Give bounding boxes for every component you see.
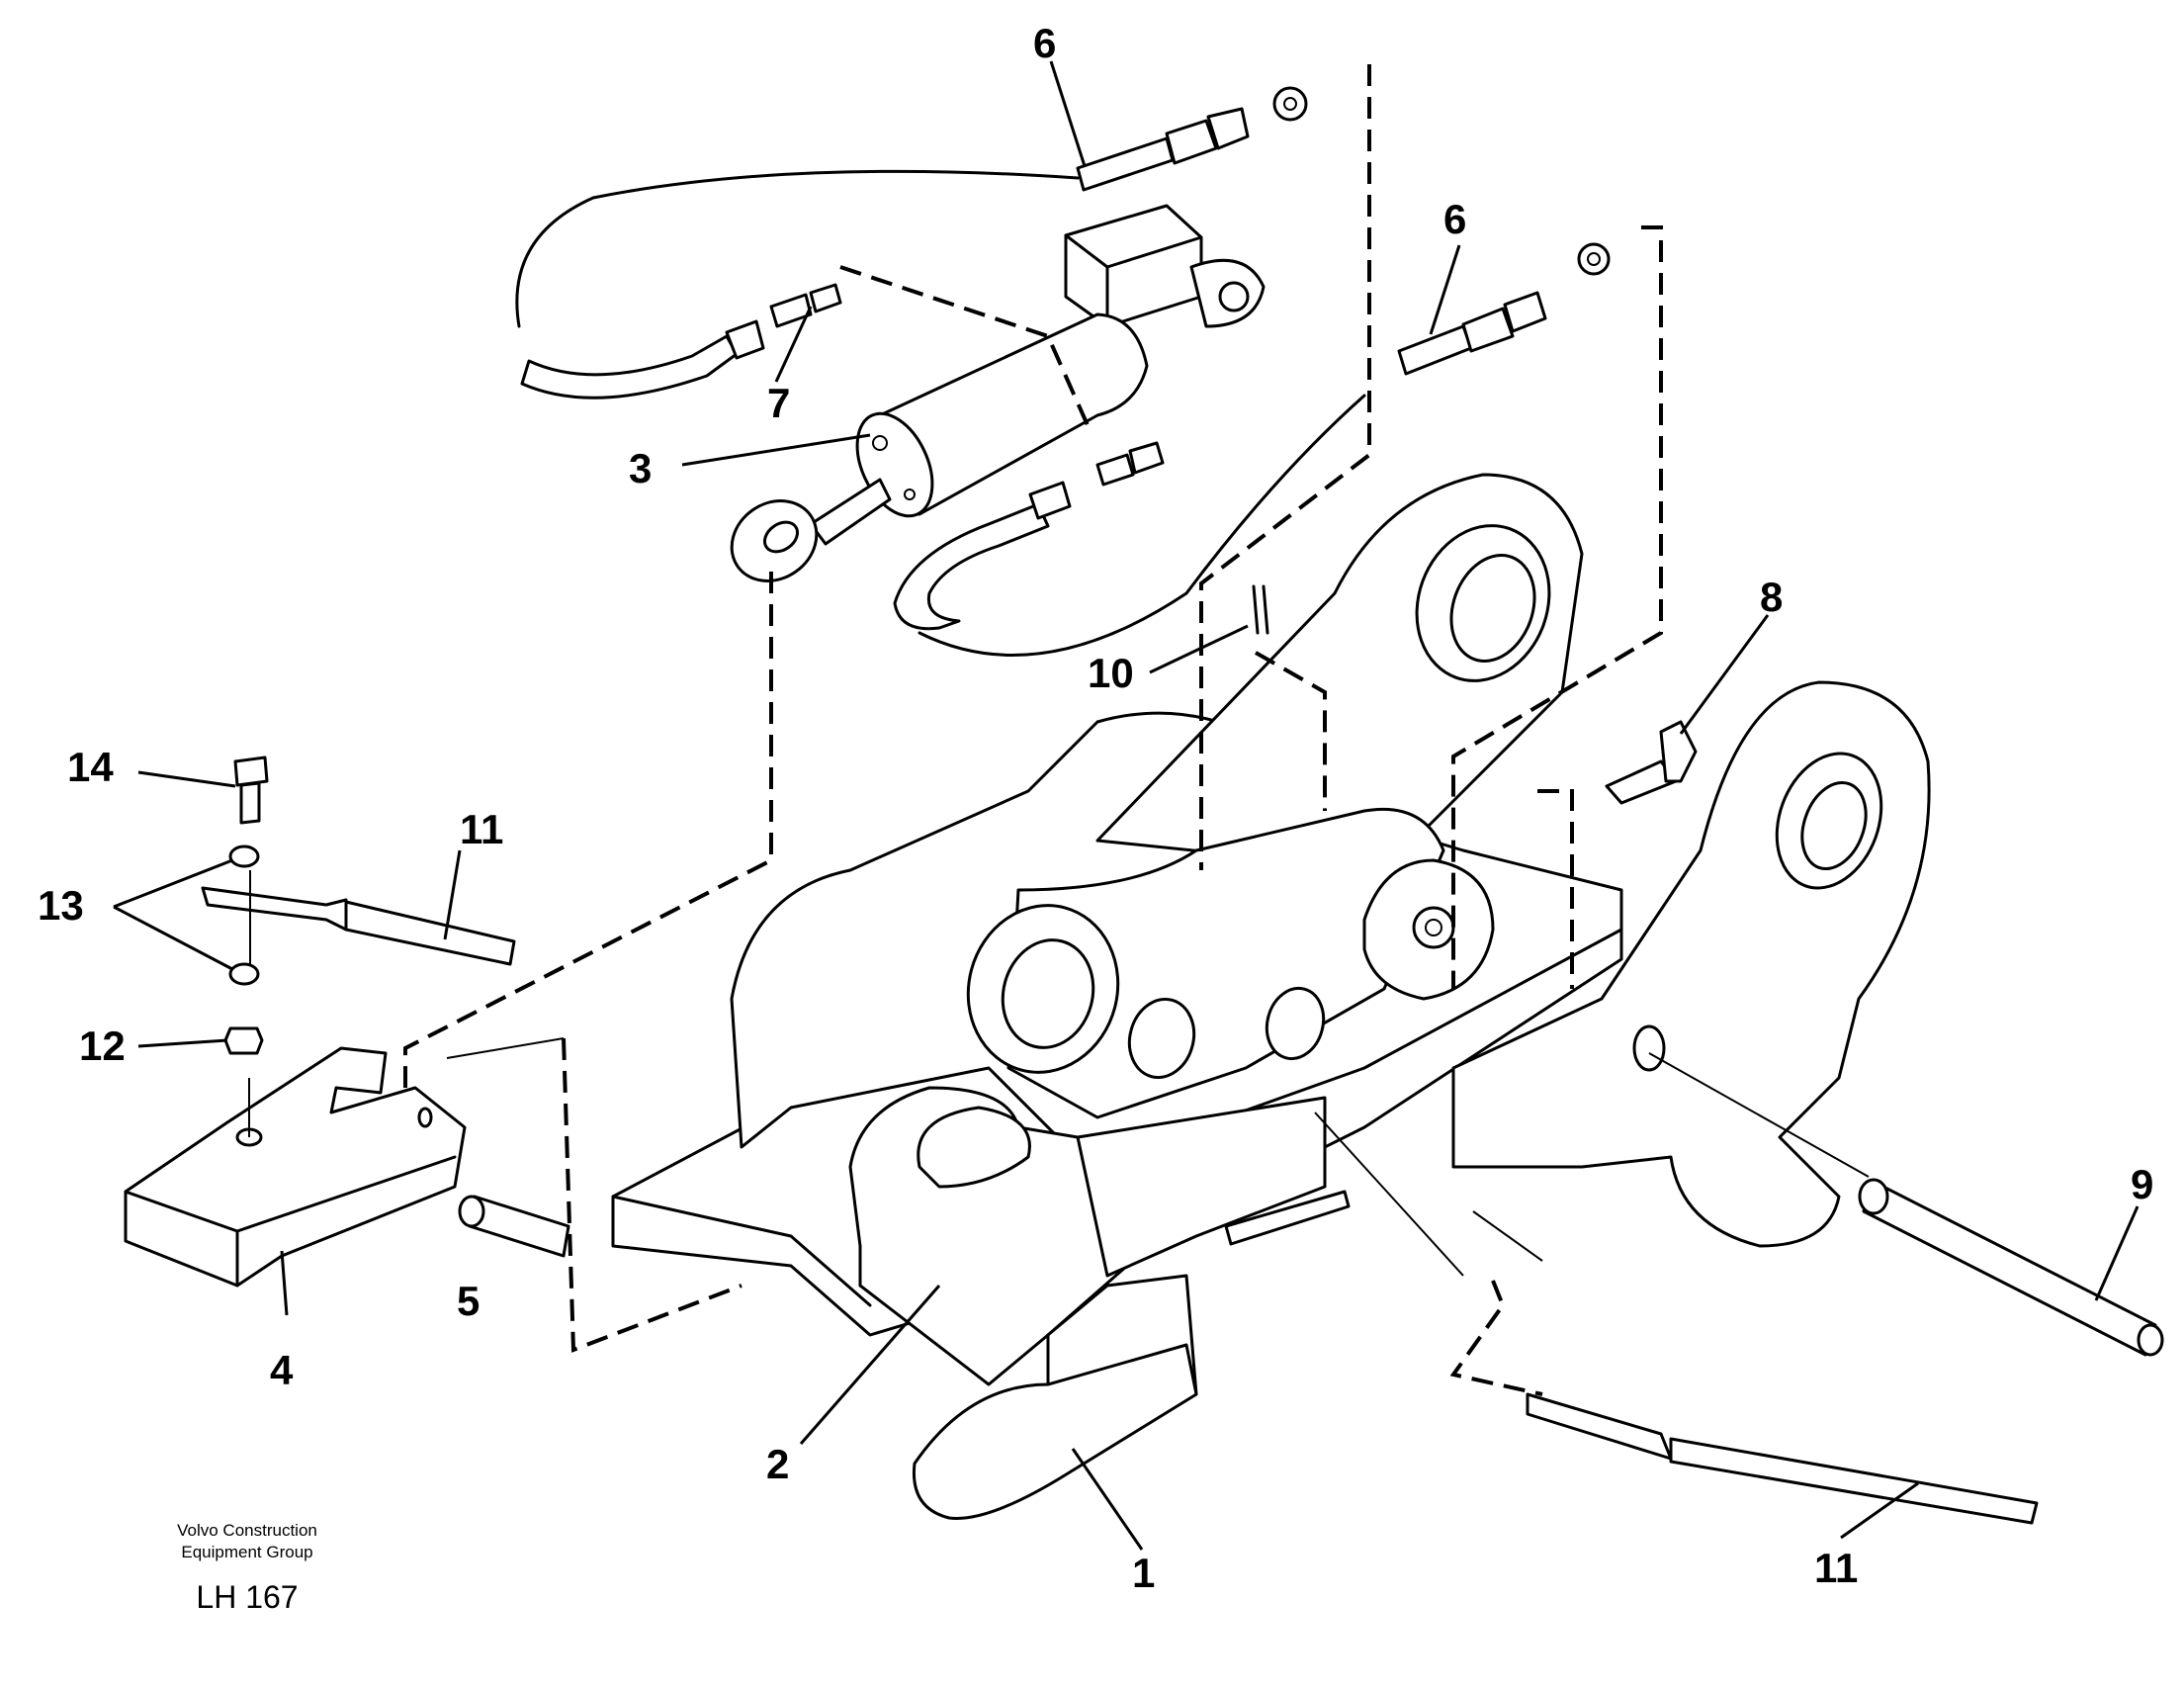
leader-lines — [113, 60, 2140, 1551]
hydraulic-cylinder — [730, 204, 1266, 582]
drawing-code: LH 167 — [196, 1579, 299, 1615]
pin-5 — [458, 1195, 570, 1258]
callout-8: 8 — [1760, 574, 1783, 620]
company-name-line1: Volvo Construction — [177, 1521, 317, 1540]
callout-12: 12 — [79, 1023, 126, 1069]
hose-top — [515, 86, 1308, 400]
callout-6-right: 6 — [1443, 196, 1466, 242]
callout-9: 9 — [2131, 1161, 2153, 1207]
callout-4: 4 — [270, 1347, 294, 1393]
hose-lower — [893, 394, 1366, 657]
fitting-7 — [769, 283, 1165, 487]
callout-6-top: 6 — [1033, 20, 1056, 66]
callout-2: 2 — [766, 1441, 789, 1487]
callout-labels: 6 6 7 3 10 8 14 11 13 12 5 4 2 1 9 11 — [38, 20, 2153, 1596]
washer-13-lower — [228, 962, 260, 986]
callout-7: 7 — [767, 380, 790, 426]
callout-11-bottom: 11 — [1814, 1545, 1858, 1591]
callout-14: 14 — [67, 744, 114, 790]
quick-coupler-body — [611, 473, 1931, 1520]
lever-11-bottom — [1526, 1392, 2039, 1525]
callout-1: 1 — [1132, 1550, 1155, 1596]
fitting-8 — [1605, 720, 1698, 805]
company-name-line2: Equipment Group — [181, 1543, 313, 1561]
bolt-14 — [233, 756, 269, 825]
callout-5: 5 — [457, 1278, 480, 1324]
callout-10: 10 — [1088, 650, 1134, 696]
drawing-footer: Volvo Construction Equipment Group LH 16… — [129, 1520, 366, 1616]
washer-13-upper — [228, 845, 260, 868]
callout-13: 13 — [38, 882, 84, 929]
pin-9 — [1858, 1178, 2164, 1357]
lever-11 — [201, 886, 516, 966]
lock-block — [124, 1046, 467, 1288]
hose-right — [1397, 242, 1611, 376]
assembly-lines — [248, 64, 1870, 1396]
nut-12 — [223, 1026, 264, 1055]
callout-3: 3 — [629, 445, 652, 491]
callout-11-left: 11 — [460, 806, 503, 852]
split-pin-10 — [1252, 584, 1269, 635]
